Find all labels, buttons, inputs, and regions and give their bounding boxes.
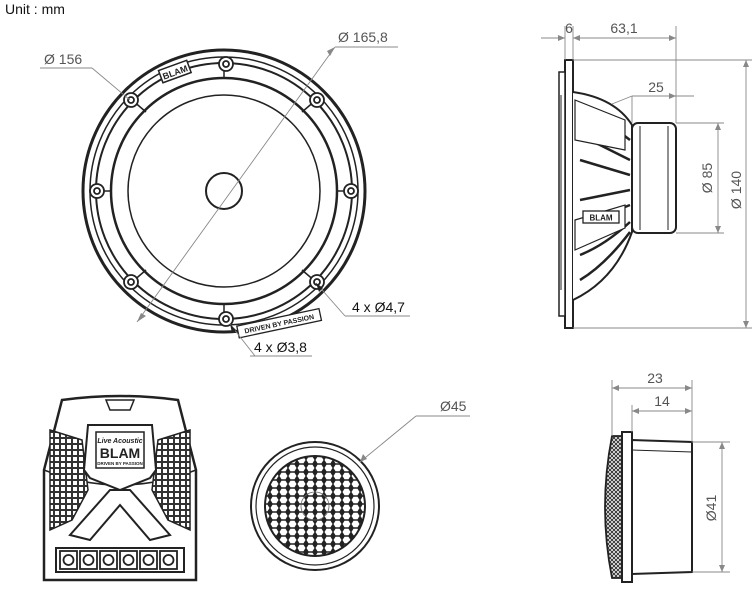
woofer-large-holes-label: 4 x Ø4,7	[352, 299, 405, 315]
tweeter-front-view: Ø45	[250, 398, 470, 571]
tweeter-body-depth-label: 14	[654, 393, 670, 409]
tweeter-total-depth-label: 23	[647, 370, 663, 386]
woofer-outer-dia-label: Ø 165,8	[338, 29, 388, 45]
woofer-body-dia-label: Ø 140	[728, 171, 744, 209]
woofer-depth-dim-label: 63,1	[610, 20, 637, 36]
woofer-inner-dia-label: Ø 156	[44, 51, 82, 67]
woofer-front-view: BLAM DRIVEN BY PASSION Ø 165,8 Ø 156 4 x…	[40, 29, 410, 357]
tweeter-front-dia-label: Ø45	[440, 398, 467, 414]
woofer-flange-dim-label: 6	[565, 20, 573, 36]
crossover-script-text: Live Acoustic	[97, 438, 142, 445]
woofer-side-view: BLAM	[541, 20, 752, 329]
unit-label: Unit : mm	[5, 1, 65, 17]
woofer-magnet-dia-label: Ø 85	[699, 163, 715, 194]
tweeter-side-dia-label: Ø41	[703, 495, 719, 522]
crossover-brand-text: BLAM	[100, 445, 140, 461]
tweeter-side-view: 23 14 Ø41	[604, 370, 730, 583]
woofer-side-badge-text: BLAM	[589, 214, 612, 223]
crossover-slogan-text: DRIVEN BY PASSION	[97, 461, 143, 466]
woofer-magnet-depth-label: 25	[648, 79, 664, 95]
crossover-view: Live Acoustic BLAM DRIVEN BY PASSION	[42, 394, 198, 582]
woofer-small-holes-label: 4 x Ø3,8	[254, 339, 307, 355]
